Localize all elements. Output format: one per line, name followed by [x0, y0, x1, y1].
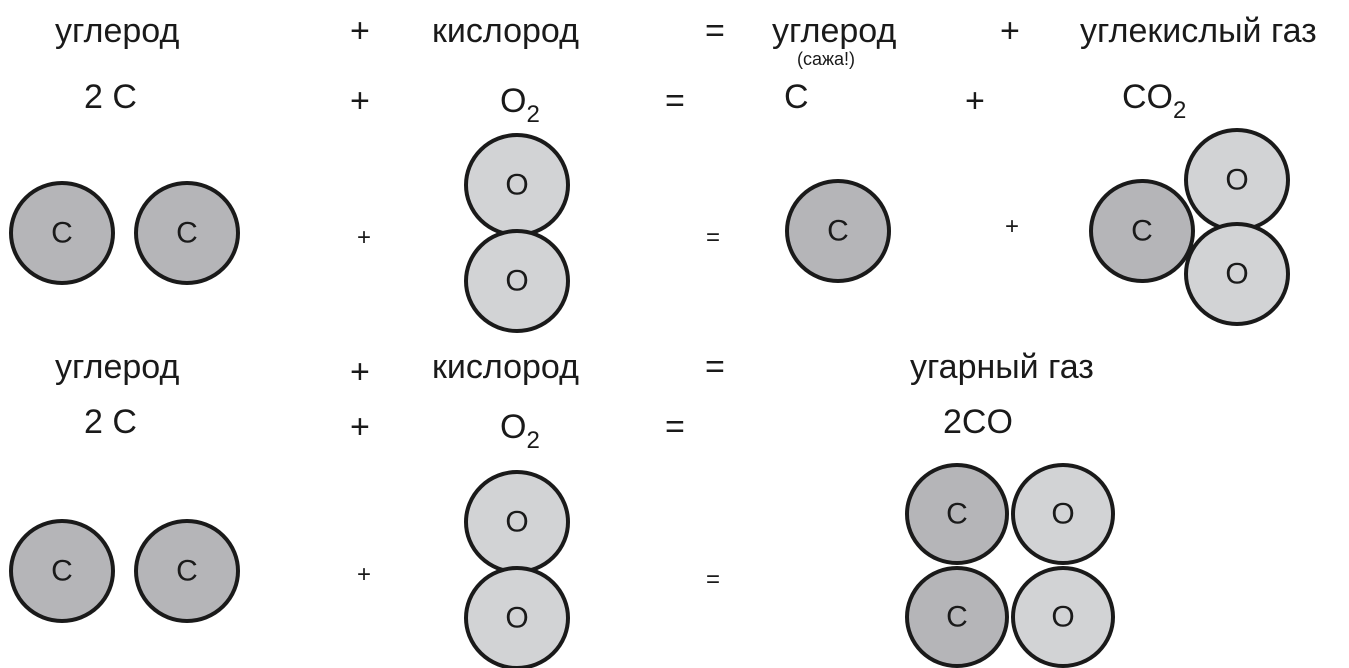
r1-oxygen-atom-1: O: [464, 133, 570, 237]
r2-word-oxygen: кислород: [432, 348, 579, 386]
r1-carbon-product-atom: C: [785, 179, 891, 283]
r2-word-carbon: углерод: [55, 348, 180, 386]
r2-word-co-name: угарный газ: [910, 348, 1094, 386]
r2-co2-oxygen-atom: O: [1011, 566, 1115, 668]
r1-co2-oxygen-atom-1: O: [1184, 128, 1290, 232]
r1-formula-equals: =: [665, 82, 685, 120]
svg-text:C: C: [946, 601, 968, 634]
r1-formula-co2: CO2: [1122, 78, 1187, 124]
svg-text:C: C: [176, 217, 198, 250]
svg-text:C: C: [51, 217, 73, 250]
svg-text:O: O: [1225, 164, 1248, 197]
svg-text:O: O: [505, 602, 528, 635]
r1-model-plus: +: [357, 224, 372, 251]
svg-text:O: O: [1051, 498, 1074, 531]
r2-co1-carbon-atom: C: [905, 463, 1009, 565]
svg-text:C: C: [827, 215, 849, 248]
r2-formula-equals: =: [665, 408, 685, 446]
r2-word-equals: =: [705, 348, 725, 386]
r2-oxygen-atom-2: O: [464, 566, 570, 668]
r2-oxygen-atom-1: O: [464, 470, 570, 574]
r1-carbon-atom-1: C: [9, 181, 115, 285]
r2-co2-carbon-atom: C: [905, 566, 1009, 668]
r1-formula-carbon-product: C: [784, 78, 809, 116]
r2-carbon-atom-1: C: [9, 519, 115, 623]
r1-formula-oxygen: O2: [500, 82, 540, 128]
svg-text:O: O: [1225, 258, 1248, 291]
r2-carbon-atom-2: C: [134, 519, 240, 623]
r1-word-co2-name: углекислый газ: [1080, 12, 1317, 50]
svg-text:C: C: [946, 498, 968, 531]
r1-formula-carbon: 2 C: [84, 78, 137, 116]
r2-model-equals: =: [706, 566, 721, 593]
r2-formula-co: 2CO: [943, 403, 1013, 441]
r1-oxygen-atom-2: O: [464, 229, 570, 333]
r2-formula-plus: +: [350, 408, 370, 446]
r2-model-plus: +: [357, 561, 372, 588]
r2-co1-oxygen-atom: O: [1011, 463, 1115, 565]
svg-text:C: C: [51, 555, 73, 588]
r1-word-plus-2: +: [1000, 12, 1020, 50]
svg-text:C: C: [1131, 215, 1153, 248]
r1-model-equals: =: [706, 224, 721, 251]
svg-text:O: O: [1051, 601, 1074, 634]
r1-word-oxygen: кислород: [432, 12, 579, 50]
r1-word-carbon: углерод: [55, 12, 180, 50]
r2-formula-carbon: 2 C: [84, 403, 137, 441]
svg-text:O: O: [505, 169, 528, 202]
r1-word-equals: =: [705, 12, 725, 50]
r2-word-plus: +: [350, 353, 370, 391]
r1-co2-carbon-atom: C: [1089, 179, 1195, 283]
r1-co2-oxygen-atom-2: O: [1184, 222, 1290, 326]
svg-text:C: C: [176, 555, 198, 588]
r1-soot-note: (сажа!): [797, 49, 856, 69]
r2-formula-oxygen: O2: [500, 408, 540, 454]
r1-model-plus-2: +: [1005, 213, 1020, 240]
r1-word-carbon-product: углерод: [772, 12, 897, 50]
r1-word-plus: +: [350, 12, 370, 50]
r1-formula-plus: +: [350, 82, 370, 120]
svg-text:O: O: [505, 506, 528, 539]
r1-carbon-atom-2: C: [134, 181, 240, 285]
r1-formula-plus-2: +: [965, 82, 985, 120]
svg-text:O: O: [505, 265, 528, 298]
